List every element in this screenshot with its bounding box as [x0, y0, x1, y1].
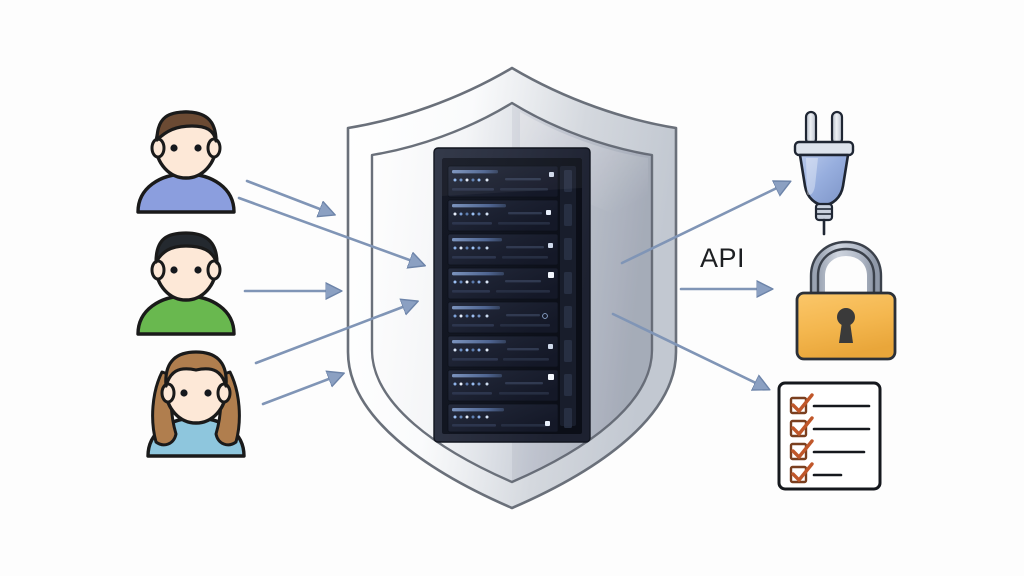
padlock-keyhole-circle — [837, 308, 855, 326]
avatar-eye-right — [204, 389, 212, 397]
server-rack — [433, 147, 591, 443]
padlock-keyhole-stem — [839, 322, 853, 343]
plug-prong-right — [830, 110, 844, 146]
inbound-arrows — [237, 179, 415, 406]
avatar-eye-right — [194, 266, 202, 274]
inbound-arrow-upper-mid — [237, 196, 415, 262]
rack-unit — [447, 267, 572, 300]
avatar-eye-right — [194, 144, 202, 152]
rack-unit — [447, 301, 572, 334]
checklist-item — [789, 462, 843, 484]
avatar-ear-left — [150, 137, 166, 159]
rack-unit — [447, 233, 572, 266]
user-avatar-blonde-hair — [146, 350, 246, 458]
avatar-ear-right — [216, 382, 232, 404]
user-avatar-brown-hair — [136, 110, 236, 214]
checkbox — [789, 465, 808, 484]
checklist-item — [789, 439, 866, 461]
check-mark-icon — [791, 393, 814, 413]
power-plug-icon — [793, 110, 855, 236]
outbound-arrows — [611, 186, 781, 385]
avatar-ear-left — [160, 382, 176, 404]
avatar-ear-left — [150, 259, 166, 281]
avatar-hair — [154, 231, 219, 265]
check-mark-icon — [791, 462, 814, 482]
rack-reflection — [442, 158, 582, 196]
rack-unit — [447, 403, 572, 433]
checklist-item — [789, 393, 871, 415]
rack-unit — [447, 369, 572, 402]
inbound-arrow-bottom — [261, 377, 334, 406]
checkbox — [789, 442, 808, 461]
check-mark-icon — [791, 416, 814, 436]
checklist-item — [789, 416, 871, 438]
checkbox — [789, 396, 808, 415]
rack-unit — [447, 165, 572, 198]
avatar-eye-left — [170, 144, 178, 152]
rack-vent-column — [560, 166, 576, 426]
checklist-icon — [777, 381, 882, 491]
inbound-arrow-lower-mid — [254, 305, 408, 365]
user-avatar-black-hair — [136, 231, 236, 336]
avatar-eye-left — [180, 389, 188, 397]
inbound-arrow-top — [245, 179, 325, 211]
avatar-ear-right — [206, 137, 222, 159]
avatar-eye-left — [170, 266, 178, 274]
plug-strain-relief — [814, 202, 834, 222]
check-mark-icon — [791, 439, 814, 459]
padlock-icon — [795, 240, 897, 361]
outbound-arrow-to-plug — [620, 186, 781, 265]
checklist-paper — [777, 381, 882, 491]
plug-prong-left — [804, 110, 818, 146]
avatar-hair — [164, 350, 228, 388]
plug-collar — [793, 140, 855, 157]
rack-unit — [447, 199, 572, 232]
checkbox — [789, 419, 808, 438]
plug-body-highlight — [806, 158, 818, 196]
rack-unit — [447, 335, 572, 368]
api-label: API — [700, 243, 746, 273]
avatar-hair — [155, 110, 218, 143]
outbound-arrow-to-checklist — [611, 312, 760, 385]
avatar-ear-right — [206, 259, 222, 281]
